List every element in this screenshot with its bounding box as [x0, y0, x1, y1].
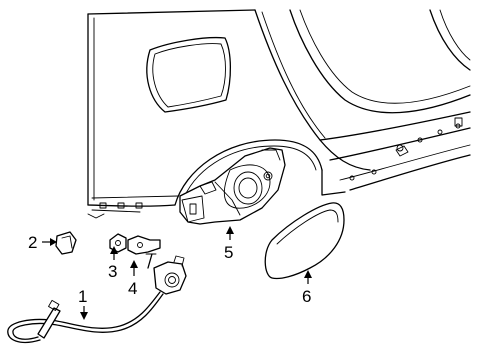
fuel-door — [264, 202, 345, 280]
retainer-clip — [55, 231, 77, 255]
callout-1-label: 1 — [78, 287, 87, 306]
callout-2-label: 2 — [28, 233, 37, 252]
callout-5-label: 5 — [224, 243, 233, 262]
callout-leaders — [42, 226, 312, 320]
quarter-panel — [87, 9, 371, 219]
actuator-bracket — [127, 235, 161, 269]
callout-4-label: 4 — [128, 279, 137, 298]
callout-3-label: 3 — [108, 262, 117, 281]
fuel-filler-housing — [179, 147, 286, 225]
release-cable — [7, 255, 187, 344]
inner-body-structure — [289, 9, 471, 191]
callout-6-label: 6 — [302, 287, 311, 306]
